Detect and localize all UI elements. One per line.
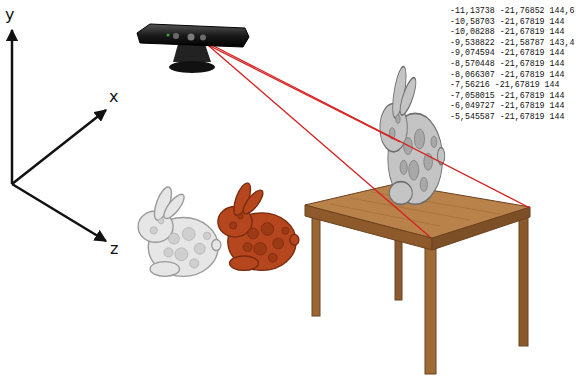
point-coordinate: -7,56216 -21,67819 144 — [450, 80, 560, 89]
axis-label: x — [109, 88, 118, 105]
point-coordinate: -6,049727 -21,67819 144 — [450, 101, 565, 110]
white-bunny — [138, 185, 221, 276]
axis-label: z — [110, 240, 118, 257]
point-coordinate: -9,074594 -21,67819 144 — [450, 48, 565, 57]
sensor-rays — [198, 40, 530, 237]
point-coordinate: -8,066307 -21,67819 144 — [450, 70, 565, 79]
point-coordinate: -8,570448 -21,67819 144 — [450, 59, 565, 68]
point-coordinate: -10,58703 -21,67819 144 — [450, 17, 565, 26]
point-coordinate: -9,538822 -21,58787 143,4 — [450, 38, 574, 47]
point-coordinate: -7,058015 -21,67819 144 — [450, 91, 565, 100]
point-coordinate: -5,545587 -21,67819 144 — [450, 112, 565, 121]
point-coordinate: -11,13738 -21,76852 144,6 — [450, 6, 574, 15]
table — [305, 184, 530, 374]
scanned-bunny — [380, 63, 445, 204]
orange-bunny — [218, 181, 299, 270]
point-coordinate: -10,08288 -21,67819 144 — [450, 27, 565, 36]
axes — [12, 30, 106, 241]
axis-label: y — [5, 6, 14, 23]
kinect-sensor — [137, 24, 249, 73]
